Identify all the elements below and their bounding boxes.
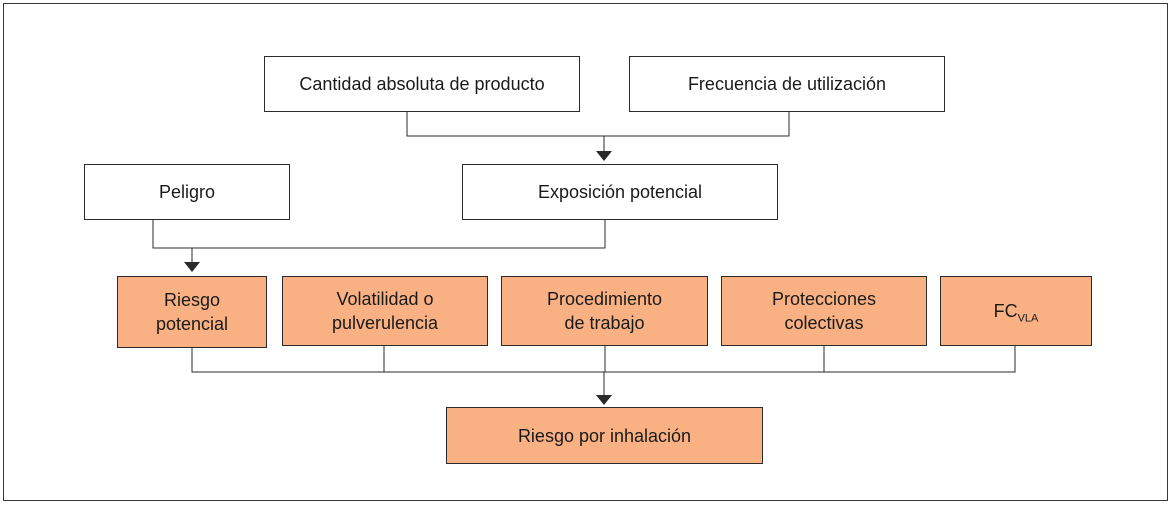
node-protecciones: Protecciones colectivas: [721, 276, 927, 346]
node-frecuencia-label: Frecuencia de utilización: [687, 74, 887, 94]
arrow-to-exposicion: [596, 151, 612, 161]
node-exposicion: Exposición potencial: [462, 164, 778, 220]
connector-top: [406, 112, 790, 152]
connector-middle: [152, 220, 606, 263]
node-volatilidad-line2: pulverulencia: [331, 313, 439, 333]
node-fc-main: FC: [993, 301, 1018, 321]
connector-bottom: [191, 346, 1016, 396]
node-riesgo-potencial: Riesgo potencial: [117, 276, 267, 348]
node-riesgo-potencial-line2: potencial: [155, 314, 229, 334]
node-exposicion-label: Exposición potencial: [537, 182, 703, 202]
node-protecciones-line1: Protecciones: [771, 289, 877, 309]
node-riesgo-inhalacion: Riesgo por inhalación: [446, 407, 763, 464]
node-volatilidad-line1: Volatilidad o: [336, 289, 434, 309]
node-procedimiento-line1: Procedimiento: [546, 289, 663, 309]
node-procedimiento: Procedimiento de trabajo: [501, 276, 708, 346]
node-cantidad-label: Cantidad absoluta de producto: [299, 74, 545, 94]
node-frecuencia: Frecuencia de utilización: [629, 56, 945, 112]
node-fc-vla: FCVLA: [940, 276, 1092, 346]
node-fc-sub: VLA: [1017, 312, 1039, 325]
node-cantidad: Cantidad absoluta de producto: [264, 56, 580, 112]
node-protecciones-line2: colectivas: [784, 313, 864, 333]
node-riesgo-potencial-line1: Riesgo: [163, 290, 221, 310]
arrow-to-riesgo-potencial: [184, 262, 200, 272]
node-peligro-label: Peligro: [158, 182, 216, 202]
node-riesgo-inhalacion-label: Riesgo por inhalación: [517, 425, 692, 446]
node-peligro: Peligro: [84, 164, 290, 220]
node-volatilidad: Volatilidad o pulverulencia: [282, 276, 488, 346]
node-procedimiento-line2: de trabajo: [564, 313, 645, 333]
diagram-frame: [3, 3, 1168, 501]
arrow-to-riesgo-inhalacion: [596, 395, 612, 405]
